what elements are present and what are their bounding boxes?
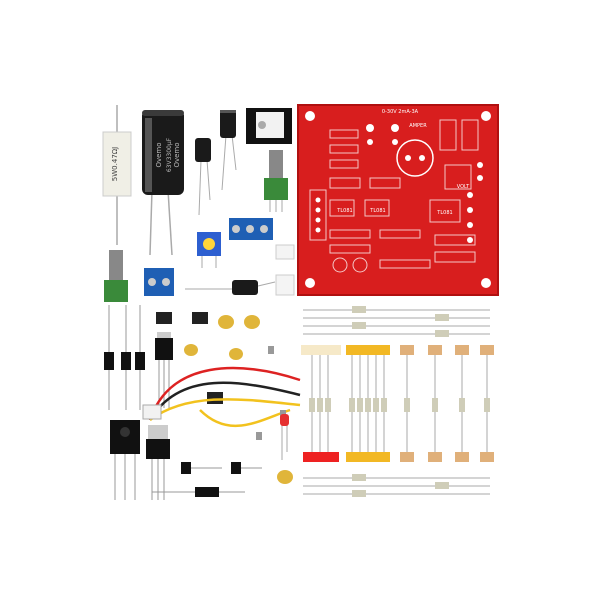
pcb-board: 0-30V 2mA-3A AMPER VOLT TL081 TL081 TL08…: [297, 104, 499, 296]
wire-harness: [148, 366, 301, 428]
terminal-block-3: [229, 218, 273, 240]
power-transistor-2: [146, 425, 170, 500]
pcb-label-tl081-b: TL081: [369, 208, 385, 214]
big-capacitor-body: [142, 110, 184, 195]
axial-diode: [152, 487, 245, 497]
big-capacitor-text-b: Ovemo: [173, 142, 181, 167]
potentiometer-left: [104, 250, 128, 302]
small-capacitor-3: [185, 280, 276, 295]
small-transistors: [181, 462, 262, 474]
cement-resistor: 5W0.47ΩJ: [102, 105, 132, 245]
diode-body: [121, 352, 131, 370]
big-capacitor: Ovemo 63V3300μF Ovemo: [142, 110, 184, 256]
pcb-body: [298, 105, 498, 295]
resistors-row-top: [303, 309, 490, 335]
mount-hole: [481, 111, 491, 121]
heatsink-bracket: [246, 108, 292, 144]
pcb-label-top: 0-30V 2mA-3A: [382, 109, 419, 115]
terminal-block-2: [144, 268, 174, 296]
resistors-row-bottom: [303, 477, 490, 495]
mount-hole: [305, 111, 315, 121]
trimmer-pot: [197, 232, 221, 268]
cap-footprint: [396, 139, 434, 177]
pcb-label-volt: VOLT: [457, 184, 470, 190]
big-capacitor-text-a: Ovemo: [155, 142, 163, 167]
diode-body: [104, 352, 114, 370]
diode-body: [135, 352, 145, 370]
mount-hole: [481, 278, 491, 288]
cement-resistor-label: 5W0.47ΩJ: [111, 147, 119, 181]
pcb-label-tl081-c: TL081: [436, 210, 452, 216]
header-connector: [275, 244, 295, 296]
big-capacitor-text-c: 63V3300μF: [166, 137, 173, 172]
power-transistor-1: [110, 420, 140, 500]
potentiometer-top: [264, 150, 288, 212]
led: [280, 414, 289, 460]
cement-resistor-body: [102, 131, 132, 197]
small-capacitor-1: [220, 110, 237, 191]
wire-connector: [142, 404, 162, 420]
ic-chips: [156, 312, 223, 404]
small-capacitor-2: [195, 138, 211, 216]
vertical-components: [301, 345, 494, 462]
ceramic-caps: [184, 315, 293, 484]
mount-hole: [305, 278, 315, 288]
pcb-label-tl081-a: TL081: [336, 208, 352, 214]
pcb-label-amper: AMPER: [409, 123, 427, 129]
vertical-resistors: [309, 398, 490, 412]
